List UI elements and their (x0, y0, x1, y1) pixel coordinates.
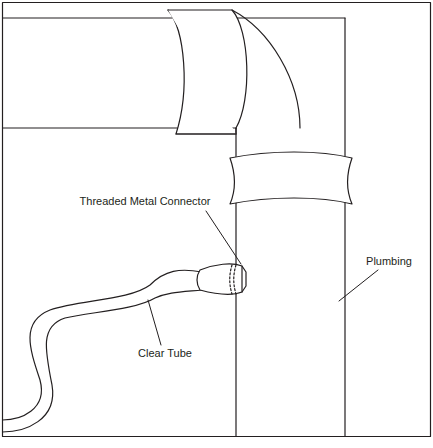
elbow-band-base (176, 128, 236, 134)
connector-end (241, 266, 242, 292)
connector-thread (230, 265, 232, 294)
threaded-metal-connector (197, 264, 246, 294)
elbow-band-face (168, 10, 247, 128)
part-label: Plumbing (365, 255, 413, 268)
leader-line (148, 300, 161, 345)
connector-thread (234, 265, 236, 294)
leader-line (206, 211, 241, 264)
pipe-right-edge (344, 18, 345, 437)
part-label: Threaded Metal Connector (79, 195, 212, 208)
leader-line (339, 270, 378, 301)
frame (3, 3, 431, 437)
clear-tube-edge-lower (3, 290, 203, 432)
elbow-curve (232, 10, 300, 128)
part-label: Clear Tube (137, 347, 193, 360)
pipe-coupling (230, 152, 352, 204)
